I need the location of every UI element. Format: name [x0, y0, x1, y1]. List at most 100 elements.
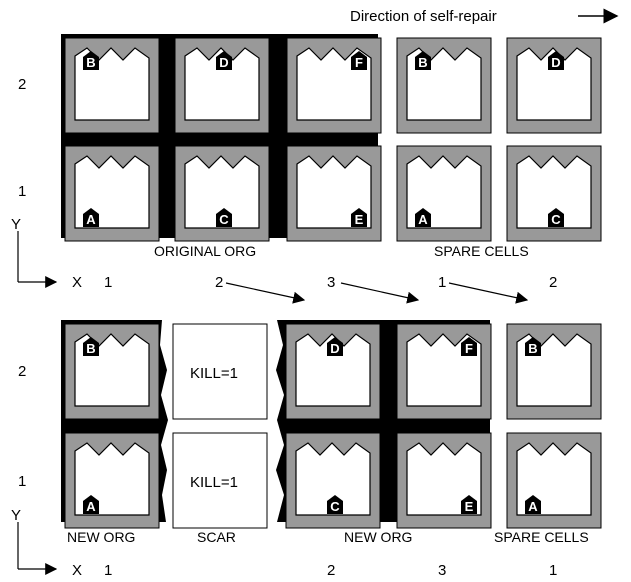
- cell-id-label: A: [418, 212, 428, 227]
- cell-id-badge: D: [548, 51, 564, 70]
- new-org-right-cell-c: C: [285, 432, 381, 529]
- badge-shape: [525, 337, 541, 356]
- top-cell-c: C: [174, 145, 270, 242]
- badge-shape: [548, 51, 564, 70]
- cell-id-badge: F: [351, 51, 367, 70]
- new-org-right-cell-e: E: [396, 432, 492, 529]
- top-axis: Y X: [11, 216, 82, 291]
- cell-id-badge: B: [83, 51, 99, 70]
- top-y-axis-label: Y: [11, 216, 21, 233]
- bottom-x-ticks: 1 2 3 1: [104, 562, 557, 579]
- spare-cell-a: A: [396, 145, 492, 242]
- cell-id-label: D: [330, 341, 339, 356]
- new-org-left-cell-b: B: [64, 323, 160, 420]
- top-cell-grid: B D F A C E: [64, 37, 382, 242]
- top-x-tick-3: 3: [327, 274, 335, 291]
- badge-shape: [461, 337, 477, 356]
- top-row-label-2: 2: [18, 76, 26, 93]
- shift-arrow-3: [448, 282, 529, 304]
- spare-cell-b: B: [396, 37, 492, 134]
- cell-id-badge: E: [351, 208, 367, 227]
- direction-label: Direction of self-repair: [350, 8, 497, 25]
- shift-arrow-1: [225, 282, 306, 304]
- bottom-x-axis-label: X: [72, 562, 82, 579]
- cell-face: [516, 47, 592, 121]
- cell-id-badge: F: [461, 337, 477, 356]
- badge-shape: [83, 495, 99, 514]
- cell-id-badge: E: [461, 495, 477, 514]
- cell-face: [296, 155, 372, 229]
- badge-shape: [415, 208, 431, 227]
- cell-face: [184, 47, 260, 121]
- cell-id-badge: A: [83, 495, 99, 514]
- top-row-label-1: 1: [18, 183, 26, 200]
- badge-shape: [548, 208, 564, 227]
- cell-id-badge: B: [83, 337, 99, 356]
- badge-shape: [327, 337, 343, 356]
- cell-id-label: C: [330, 499, 340, 514]
- top-x-ticks: 1 2 3 1 2: [104, 274, 557, 291]
- cell-face: [184, 155, 260, 229]
- cell-id-label: B: [418, 55, 427, 70]
- bottom-spare-cell-a: A: [506, 432, 602, 529]
- cell-id-badge: A: [415, 208, 431, 227]
- bottom-x-tick-2: 2: [327, 562, 335, 579]
- scar-cells: KILL=1 KILL=1: [172, 323, 268, 529]
- cell-id-badge: B: [525, 337, 541, 356]
- top-x-tick-2: 2: [215, 274, 223, 291]
- scar-cell-row-2: [172, 323, 268, 420]
- scar-label: SCAR: [197, 529, 236, 545]
- badge-shape: [216, 208, 232, 227]
- badge-shape: [83, 51, 99, 70]
- badge-shape: [415, 51, 431, 70]
- top-x-axis-label: X: [72, 274, 82, 291]
- cell-id-label: A: [86, 499, 96, 514]
- cell-id-label: E: [355, 212, 364, 227]
- cell-id-label: B: [86, 341, 95, 356]
- cell-id-label: D: [219, 55, 228, 70]
- badge-shape: [351, 51, 367, 70]
- top-cell-f: F: [286, 37, 382, 134]
- bottom-x-tick-4: 1: [549, 562, 557, 579]
- badge-shape: [83, 208, 99, 227]
- spare-cells-label: SPARE CELLS: [434, 243, 529, 259]
- cell-id-badge: A: [83, 208, 99, 227]
- top-x-tick-1: 1: [104, 274, 112, 291]
- cell-id-label: A: [528, 499, 538, 514]
- cell-id-badge: D: [327, 337, 343, 356]
- badge-shape: [351, 208, 367, 227]
- cell-face: [516, 155, 592, 229]
- top-cell-e: E: [286, 145, 382, 242]
- cell-id-badge: A: [525, 495, 541, 514]
- new-org-right-label: NEW ORG: [344, 529, 412, 545]
- new-org-left-cell-a: A: [64, 432, 160, 529]
- original-org-label: ORIGINAL ORG: [154, 243, 256, 259]
- cell-id-label: B: [86, 55, 95, 70]
- spare-cell-c: C: [506, 145, 602, 242]
- badge-shape: [83, 337, 99, 356]
- cell-id-label: F: [355, 55, 363, 70]
- cell-id-label: F: [465, 341, 473, 356]
- spare-cell-d: D: [506, 37, 602, 134]
- cell-id-label: C: [551, 212, 561, 227]
- cell-id-badge: B: [415, 51, 431, 70]
- cell-id-badge: C: [548, 208, 564, 227]
- badge-shape: [216, 51, 232, 70]
- cell-face: [295, 333, 371, 407]
- cell-id-label: C: [219, 212, 229, 227]
- bottom-spare-cells-label: SPARE CELLS: [494, 529, 589, 545]
- top-cell-b: B: [64, 37, 160, 134]
- kill-label-row-1: KILL=1: [190, 474, 238, 491]
- cell-id-label: D: [551, 55, 560, 70]
- new-org-right-cell-d: D: [285, 323, 381, 420]
- bottom-spare-cell-b: B: [506, 323, 602, 420]
- scar-cell-row-1: [172, 432, 268, 529]
- badge-shape: [461, 495, 477, 514]
- top-cell-d: D: [174, 37, 270, 134]
- badge-shape: [327, 495, 343, 514]
- top-x-tick-5: 2: [549, 274, 557, 291]
- cell-id-badge: D: [216, 51, 232, 70]
- top-x-tick-4: 1: [438, 274, 446, 291]
- cell-id-label: A: [86, 212, 96, 227]
